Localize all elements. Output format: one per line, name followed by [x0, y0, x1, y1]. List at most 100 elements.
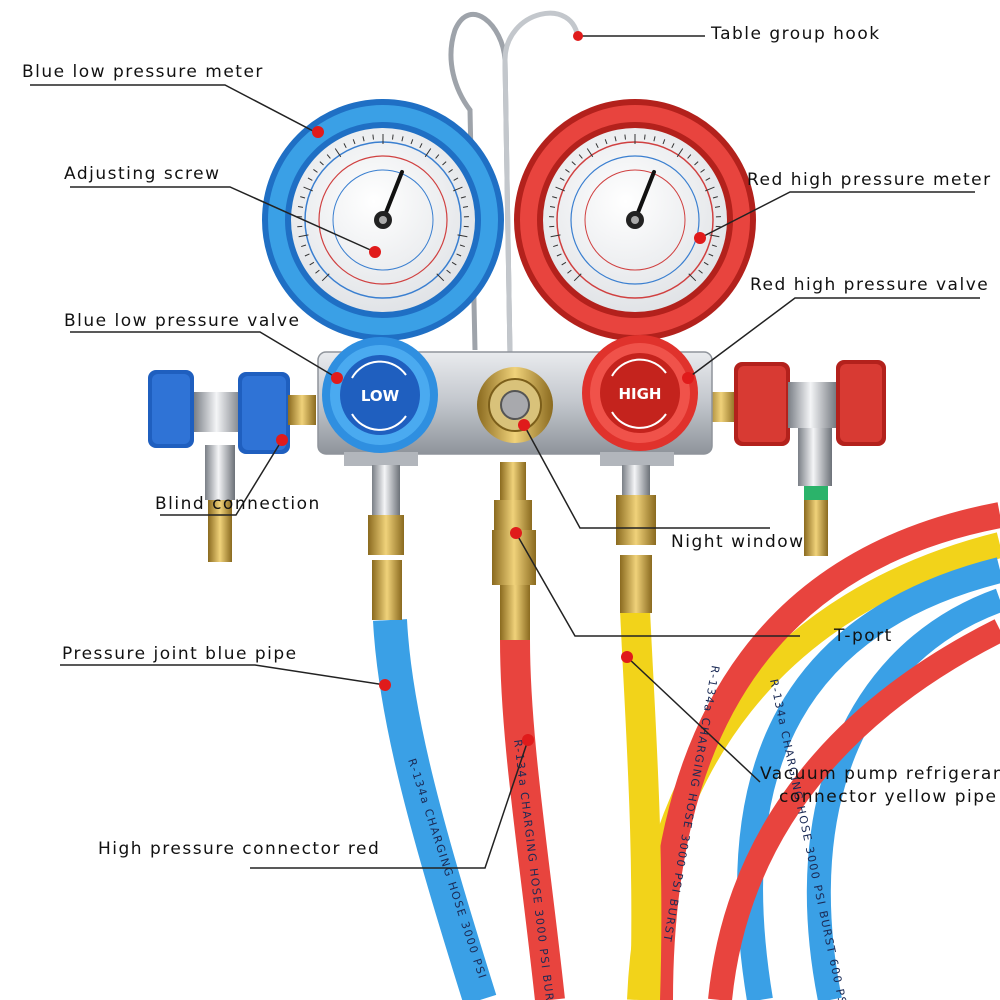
gauge-tick	[352, 139, 356, 145]
gauge-tick	[614, 136, 617, 142]
gauge-tick	[456, 253, 462, 257]
leader-blind-connection	[160, 439, 283, 516]
gauge-tick	[604, 139, 608, 145]
marker-dots	[276, 31, 706, 746]
gauge-tick	[694, 161, 699, 166]
gauge-tick	[315, 269, 320, 274]
night-window-sight-glass	[477, 367, 553, 443]
gauge-tick	[301, 244, 307, 248]
gauge-tick	[571, 161, 576, 166]
gauge-tick	[586, 148, 594, 158]
gauge-tick	[687, 154, 692, 159]
leader-adjusting-screw	[70, 186, 376, 253]
gauge-tick	[453, 177, 459, 181]
right-red-coupler	[706, 360, 886, 556]
gauge-tick	[362, 136, 365, 142]
label-vacuum-pump-line1: Vacuum pump refrigerant	[760, 764, 1000, 784]
marker-night-window	[518, 419, 530, 431]
gauge-tick	[460, 196, 466, 199]
gauge-tick	[451, 261, 457, 266]
label-red-high-pressure-meter: Red high pressure meter	[747, 170, 992, 190]
gauge-tick	[303, 186, 313, 192]
marker-blind-connection	[276, 434, 288, 446]
marker-blue-low-pressure-valve	[331, 372, 343, 384]
hoses: R-134a CHARGING HOSE 3000 PSI R-134a CHA…	[373, 502, 1000, 1000]
gauge-tick	[448, 169, 453, 173]
gauge-tick	[662, 139, 666, 145]
leader-red-high-pressure-meter	[699, 191, 975, 239]
label-red-high-pressure-valve: Red high pressure valve	[750, 275, 990, 295]
leader-high-pressure-connector-red	[250, 739, 529, 869]
yellow-hose	[620, 609, 662, 1000]
right-red-hose-loop	[647, 502, 1000, 1000]
gauge-tick	[711, 244, 717, 248]
gauge-tick	[553, 244, 559, 248]
label-blind-connection: Blind connection	[155, 494, 321, 514]
marker-red-high-pressure-meter	[694, 232, 706, 244]
marker-pressure-joint-blue-pipe	[379, 679, 391, 691]
gauge-tick	[559, 177, 565, 181]
label-table-group-hook: Table group hook	[711, 24, 881, 44]
leader-night-window	[523, 424, 770, 529]
gauge-tick	[714, 206, 721, 208]
leader-red-high-pressure-valve	[687, 297, 980, 379]
right-red-hose-loop-2	[708, 619, 1000, 1000]
gauge-tick	[442, 161, 447, 166]
gauge-tick	[300, 196, 306, 199]
gauge-tick	[419, 143, 423, 149]
gauge-tick	[436, 273, 445, 282]
high-knob-label: HIGH	[618, 385, 661, 403]
gauge-tick	[309, 261, 315, 266]
gauge-tick	[298, 234, 309, 238]
gauge-tick	[578, 154, 583, 159]
gauge-tick	[304, 253, 310, 257]
gauge-tick	[688, 273, 697, 282]
gauge-tick	[453, 186, 463, 192]
label-blue-low-pressure-valve: Blue low pressure valve	[64, 311, 301, 331]
gauge-tick	[698, 269, 703, 274]
leader-pressure-joint-blue-pipe	[60, 664, 386, 686]
leader-blue-low-pressure-meter	[30, 84, 316, 133]
gauge-tick	[297, 206, 304, 208]
gauge-tick	[462, 206, 469, 208]
gauge-tick	[653, 136, 656, 142]
gauge-tick	[595, 143, 599, 149]
marker-high-pressure-connector-red	[522, 734, 534, 746]
leader-lines	[30, 35, 980, 869]
red-high-pressure-valve-knob: HIGH	[582, 335, 698, 451]
marker-blue-low-pressure-meter	[312, 126, 324, 138]
gauge-tick	[424, 148, 432, 158]
gauge-tick	[552, 196, 558, 199]
gauge-tick	[573, 273, 582, 282]
gauge-tick	[319, 161, 324, 166]
marker-t-port	[510, 527, 522, 539]
gauge-tick	[712, 196, 718, 199]
bottom-fittings	[368, 462, 656, 640]
gauge-tick	[459, 244, 465, 248]
blue-low-pressure-gauge	[262, 99, 504, 341]
gauge-tick	[709, 234, 720, 238]
gauge-tick	[334, 148, 342, 158]
gauge-tick	[435, 154, 440, 159]
gauge-tick	[446, 269, 451, 274]
label-night-window: Night window	[671, 532, 805, 552]
gauge-tick	[703, 261, 709, 266]
marker-table-group-hook	[573, 31, 583, 41]
leader-blue-low-pressure-valve	[70, 331, 338, 379]
label-blue-low-pressure-meter: Blue low pressure meter	[22, 62, 264, 82]
gauge-tick	[624, 134, 626, 140]
gauge-tick	[307, 177, 313, 181]
gauge-tick	[410, 139, 414, 145]
gauge-tick	[561, 261, 567, 266]
red-hose	[500, 639, 565, 1000]
left-blue-coupler	[148, 370, 316, 562]
gauge-tick	[550, 234, 561, 238]
gauge-tick	[372, 134, 374, 140]
low-knob-label: LOW	[361, 387, 400, 405]
marker-vacuum-pump-yellow-pipe	[621, 651, 633, 663]
gauge-tick	[700, 169, 705, 173]
gauge-tick	[549, 206, 556, 208]
gauge-tick	[705, 186, 715, 192]
marker-adjusting-screw	[369, 246, 381, 258]
